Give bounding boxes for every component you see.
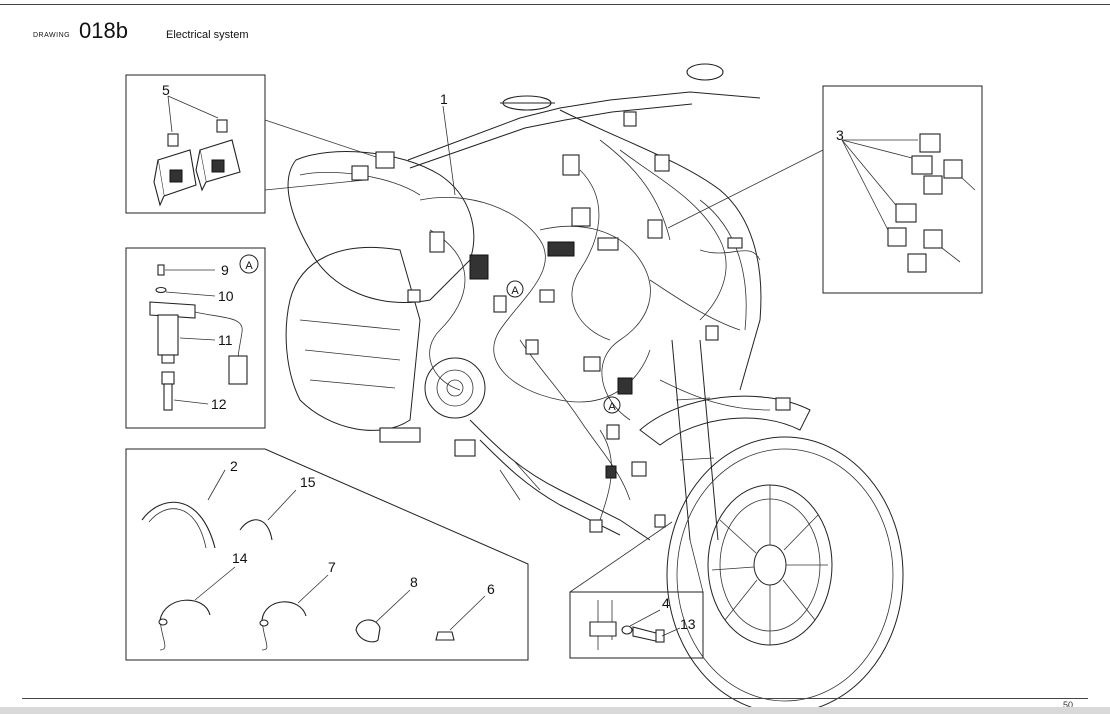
callout-3: 3 — [836, 127, 844, 143]
marker-a-1: A — [511, 285, 519, 297]
bottom-rule — [22, 698, 1088, 699]
detail-a-label: A — [245, 260, 253, 272]
fuse-detail-box — [125, 74, 266, 214]
clip-detail-box — [125, 448, 529, 661]
callout-5: 5 — [162, 82, 170, 98]
leader-line — [569, 521, 673, 593]
callout-6: 6 — [487, 581, 495, 597]
bolt-assembly — [589, 600, 681, 650]
leader-line — [264, 119, 386, 161]
callout-8: 8 — [410, 574, 418, 590]
callout-2: 2 — [230, 458, 238, 474]
fuse-assembly — [153, 95, 241, 207]
cable-clips — [141, 469, 486, 651]
drawing-label: DRAWING — [33, 32, 71, 39]
drawing-code: 018b — [79, 18, 128, 43]
callout-13: 13 — [680, 616, 696, 632]
top-rule — [0, 4, 1110, 5]
sensor-detail-box — [125, 247, 266, 429]
page-number: 50 — [1063, 700, 1074, 710]
bolt-detail-box — [569, 591, 704, 659]
callout-15: 15 — [300, 474, 316, 490]
leader-line — [442, 105, 456, 196]
leader-line — [264, 179, 366, 191]
sensor-assembly — [149, 254, 259, 411]
motorcycle-drawing — [285, 63, 904, 714]
callout-12: 12 — [211, 396, 227, 412]
relay-detail-box — [822, 85, 983, 294]
footer-band — [0, 707, 1110, 714]
detail-a-circle — [239, 254, 259, 274]
callout-14: 14 — [232, 550, 248, 566]
leader-line — [689, 539, 704, 593]
relay-assembly — [841, 133, 976, 273]
leader-line — [667, 149, 824, 229]
callout-1: 1 — [440, 91, 448, 107]
drawing-title: Electrical system — [166, 29, 249, 41]
callout-11: 11 — [218, 332, 233, 348]
callout-4: 4 — [662, 595, 670, 611]
callout-9: 9 — [221, 262, 229, 278]
callout-10: 10 — [218, 288, 234, 304]
callout-7: 7 — [328, 559, 336, 575]
marker-a-2: A — [608, 401, 616, 413]
